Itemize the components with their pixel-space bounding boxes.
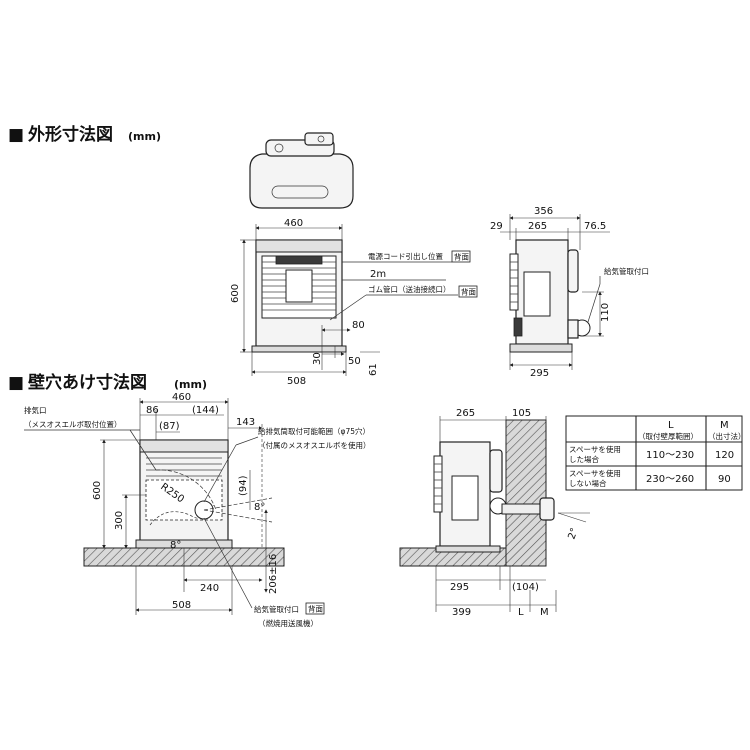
side-total-label: 356 [534,206,553,217]
front-hose-label: ゴム管口（送油接続口） [368,284,451,294]
wf-d144: (144) [192,405,219,416]
section1-unit: (mm) [128,130,161,143]
wf-d206: 206±16 [268,554,279,594]
side-d265: 265 [528,221,547,232]
front-base-width-label: 508 [287,376,306,387]
front-dim-50: 50 [348,356,361,367]
wf-intake-sub: （燃焼用送風機） [258,618,318,628]
section1-title: 外形寸法図 [28,124,113,145]
wf-range-sub: （付属のメスオスエルボを使用） [258,440,371,450]
wf-d600: 600 [92,481,103,500]
front-cord-label: 電源コード引出し位置 [368,251,443,261]
ws-d104: (104) [512,582,539,593]
wall-front-view [83,439,285,567]
ws-d399: 399 [452,607,471,618]
front-2m-label: 2m [370,269,386,280]
ws-L: L [518,607,524,618]
wf-ang8b: 8° [170,540,181,551]
front-height-label: 600 [230,284,241,303]
side-d29: 29 [490,221,503,232]
table-header-M-sub: （出寸法） [708,431,746,441]
table-header-M: M [720,420,729,431]
wf-ang8a: 8° [254,502,265,513]
wf-range-label: 給排気筒取付可能範囲（φ75穴） [258,426,370,436]
side-d765: 76.5 [584,221,606,232]
table-header-L-sub: （取付壁厚範囲） [638,431,698,441]
side-intake-label: 給気管取付口 [604,266,649,276]
top-view [249,132,354,209]
table-row1-label1: スペーサを使用 [569,444,621,454]
wf-intake-label: 給気管取付口 [254,604,299,614]
side-d110: 110 [600,303,611,322]
wf-exhaust-label: 排気口 [24,405,47,415]
spec-table [565,415,743,491]
table-row1-L: 110～230 [646,450,694,461]
wf-d86: 86 [146,405,159,416]
table-row2-M: 90 [718,474,731,485]
section2-marker: ■ [8,373,24,393]
front-dim-80: 80 [352,320,365,331]
table-row2-L: 230～260 [646,474,694,485]
section1-marker: ■ [8,125,24,145]
wf-d94: (94) [238,475,249,496]
wf-d508: 508 [172,600,191,611]
wf-d87: (87) [159,421,180,432]
ws-d105: 105 [512,408,531,419]
front-width-label: 460 [284,218,303,229]
front-hose-tag: 背面 [461,287,476,297]
side-view [509,239,591,353]
front-view [251,239,347,353]
section2-unit: (mm) [174,378,207,391]
ws-d265: 265 [456,408,475,419]
ws-ang2: 2° [566,527,580,541]
table-row2-label2: しない場合 [569,478,607,488]
wf-d300: 300 [114,511,125,530]
ws-d295: 295 [450,582,469,593]
section2-title: 壁穴あけ寸法図 [28,372,147,393]
wf-exhaust-sub: （メスオスエルボ取付位置） [24,419,122,429]
wf-d240: 240 [200,583,219,594]
side-d295: 295 [530,368,549,379]
wf-intake-tag: 背面 [308,604,323,614]
wf-d460: 460 [172,392,191,403]
front-dim-30: 30 [312,352,323,365]
table-row1-label2: した場合 [569,454,599,464]
wall-side-view [399,419,555,567]
ws-M: M [540,607,549,618]
wf-d143: 143 [236,417,255,428]
table-row2-label1: スペーサを使用 [569,468,621,478]
front-dim-61: 61 [368,363,379,376]
table-header-L: L [668,420,674,431]
table-row1-M: 120 [715,450,734,461]
front-cord-tag: 背面 [454,252,469,262]
